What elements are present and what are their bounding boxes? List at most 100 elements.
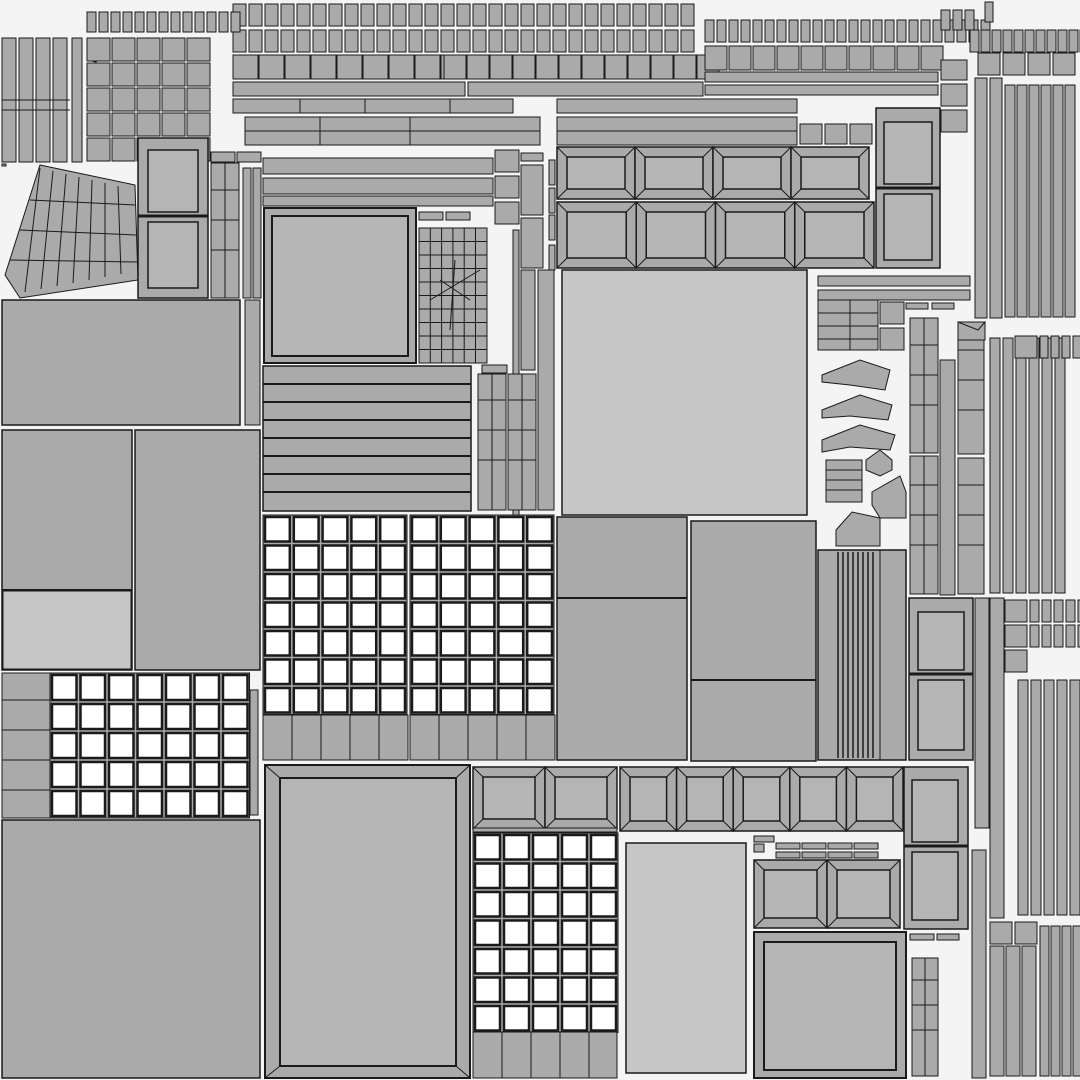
- uv-seam: [625, 257, 637, 269]
- uv-seam: [816, 917, 828, 929]
- uv-strip-top: [360, 3, 375, 27]
- uv-window-cell: [164, 760, 192, 789]
- uv-window-cell: [473, 947, 502, 975]
- uv-strip-top: [408, 29, 423, 53]
- uv-island: [753, 835, 775, 843]
- uv-island: [799, 123, 823, 145]
- uv-window-cell: [193, 789, 221, 818]
- uv-window-cell: [589, 919, 618, 947]
- uv-strip-top: [456, 3, 471, 27]
- uv-window-cell: [468, 515, 496, 543]
- uv-seam: [836, 766, 847, 778]
- uv-window-cell: [321, 601, 349, 629]
- uv-strip-right: [1041, 624, 1052, 648]
- uv-window-cell: [193, 673, 221, 702]
- uv-large-panel-light: [2, 590, 132, 670]
- uv-strip-right: [1029, 624, 1040, 648]
- uv-strip-right: [1053, 624, 1064, 648]
- uv-strip-right: [1046, 29, 1057, 53]
- uv-island: [548, 159, 556, 186]
- uv-window-cell: [531, 976, 560, 1004]
- uv-strip-small: [775, 851, 801, 859]
- uv-window-cell: [378, 544, 407, 572]
- uv-cell-topleft: [86, 62, 111, 87]
- uv-strip-top-left: [206, 11, 217, 33]
- uv-tall-strip-right: [1050, 925, 1061, 1077]
- uv-small-piece: [835, 511, 881, 547]
- uv-island: [1, 163, 7, 167]
- uv-island: [1014, 335, 1038, 359]
- uv-seam: [790, 188, 802, 200]
- uv-island: [244, 299, 261, 426]
- uv-seam: [544, 766, 556, 778]
- uv-cell-topleft: [186, 37, 211, 62]
- uv-strip-top-right: [836, 19, 847, 43]
- uv-window-cell: [502, 833, 531, 861]
- uv-seam: [472, 818, 484, 830]
- uv-panel-inner: [722, 156, 782, 190]
- uv-tall-strip-right: [1028, 337, 1040, 594]
- uv-window-cell: [589, 976, 618, 1004]
- uv-window-cell: [263, 544, 292, 572]
- uv-window-cell: [473, 1004, 502, 1032]
- uv-window-cell: [193, 760, 221, 789]
- uv-cell-topleft: [136, 87, 161, 112]
- uv-window-cell: [136, 731, 164, 760]
- uv-window-cell: [292, 658, 320, 686]
- uv-seam: [732, 820, 744, 832]
- uv-cell-topleft: [86, 112, 111, 137]
- uv-island: [1004, 599, 1028, 623]
- uv-strip-right: [969, 29, 980, 53]
- uv-seam: [780, 188, 792, 200]
- uv-seam: [556, 201, 568, 213]
- uv-island: [494, 175, 520, 199]
- uv-seam: [892, 766, 904, 778]
- uv-strip-top: [312, 3, 327, 27]
- uv-box: [940, 83, 968, 107]
- uv-window-cell: [473, 919, 502, 947]
- uv-panel-inner: [724, 211, 786, 259]
- uv-strip-top-corner: [964, 9, 975, 31]
- uv-seam: [544, 818, 556, 830]
- uv-strip-top: [664, 29, 679, 53]
- uv-box-strip: [650, 54, 674, 80]
- uv-island: [704, 84, 939, 96]
- uv-tall-strip-right: [1017, 679, 1029, 916]
- uv-strip-top: [440, 29, 455, 53]
- uv-island: [520, 152, 544, 162]
- uv-box-strip: [673, 54, 697, 80]
- uv-box-strip: [604, 54, 628, 80]
- uv-window-cell: [107, 673, 135, 702]
- uv-box-strip: [466, 54, 490, 80]
- uv-seam: [722, 820, 734, 832]
- uv-window-cell: [468, 658, 496, 686]
- uv-island: [71, 37, 83, 163]
- uv-island: [494, 201, 520, 225]
- uv-seam: [625, 201, 637, 213]
- uv-tall-strip-right: [1072, 925, 1080, 1077]
- uv-window-cell: [525, 572, 554, 600]
- uv-strip-small: [827, 842, 853, 850]
- uv-seam: [624, 146, 636, 158]
- uv-window-cell: [439, 601, 467, 629]
- uv-box-strip: [581, 54, 605, 80]
- uv-window-cell: [292, 572, 320, 600]
- uv-window-cell: [136, 789, 164, 818]
- uv-small-bracket: [821, 359, 891, 391]
- uv-strip-right: [1013, 29, 1024, 53]
- uv-seam: [784, 257, 796, 269]
- uv-seam: [88, 179, 93, 281]
- uv-small-bracket: [821, 394, 893, 421]
- uv-seam: [779, 820, 791, 832]
- uv-island: [236, 151, 262, 163]
- uv-window-cell: [263, 686, 292, 714]
- uv-window-cell: [525, 658, 554, 686]
- uv-seam: [889, 859, 901, 871]
- uv-box-strip: [258, 54, 285, 80]
- uv-seam: [712, 146, 724, 158]
- uv-strip-top-left: [98, 11, 109, 33]
- uv-window-cell: [107, 731, 135, 760]
- uv-window-cell: [350, 515, 378, 543]
- uv-strip-top: [456, 29, 471, 53]
- uv-panel-inner: [836, 869, 891, 919]
